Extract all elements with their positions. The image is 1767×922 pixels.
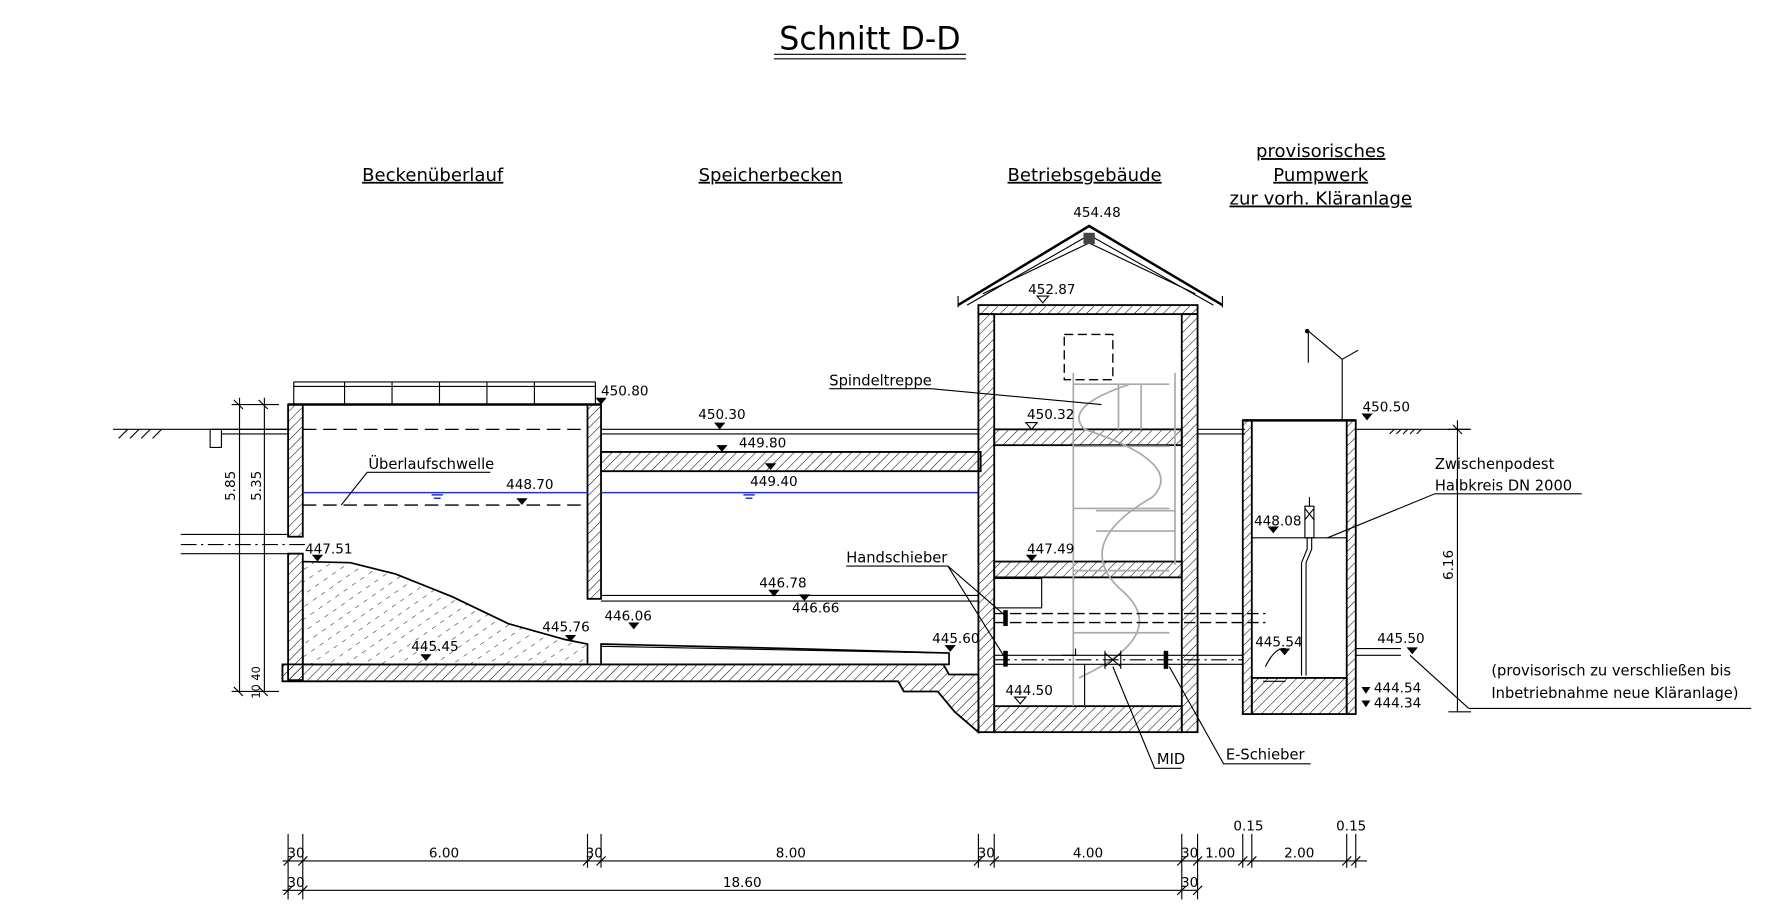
svg-text:447.51: 447.51: [305, 542, 352, 558]
elevation-444-34: 444.34: [1361, 695, 1421, 711]
svg-text:18.60: 18.60: [723, 875, 762, 891]
elevation-448-70: 448.70: [431, 477, 554, 506]
speicherbecken-structure: [281, 451, 982, 735]
horizontal-dimensions: 30 6.00 30 8.00 30 4.00 30 1.00 2.00 0.1…: [282, 818, 1368, 900]
heading-betriebsgebaeude: Betriebsgebäude: [1008, 165, 1162, 186]
spindeltreppe-stair: [1072, 372, 1176, 707]
elevation-452-87: 452.87: [1028, 282, 1076, 304]
svg-text:0.15: 0.15: [1233, 818, 1263, 834]
svg-text:4.00: 4.00: [1073, 846, 1103, 862]
elevation-445-45: 445.45: [411, 639, 459, 661]
label-mid: MID: [1157, 751, 1185, 768]
svg-text:2.00: 2.00: [1284, 846, 1314, 862]
annotations: Überlaufschwelle Spindeltreppe Handschie…: [340, 372, 1739, 769]
svg-text:454.48: 454.48: [1073, 205, 1120, 221]
elevation-448-08: 448.08: [1254, 513, 1301, 534]
svg-text:444.50: 444.50: [1006, 683, 1053, 699]
elevation-446-78: 446.78: [759, 576, 807, 597]
svg-text:449.80: 449.80: [739, 435, 786, 451]
svg-text:8.00: 8.00: [776, 846, 806, 862]
elevation-450-50: 450.50: [1361, 399, 1410, 421]
railing: [293, 381, 596, 405]
svg-text:30: 30: [1181, 875, 1198, 891]
svg-text:445.45: 445.45: [411, 639, 458, 655]
label-zwischenpodest: Zwischenpodest: [1435, 456, 1555, 473]
svg-text:30: 30: [1181, 846, 1198, 862]
label-e-schieber: E-Schieber: [1226, 746, 1306, 763]
roof: [957, 224, 1224, 307]
elevation-444-50: 444.50: [1006, 683, 1053, 705]
elevation-449-40: 449.40: [743, 474, 798, 500]
elevation-449-80: 449.80: [716, 435, 786, 471]
svg-text:445.76: 445.76: [542, 620, 589, 636]
svg-text:5.85: 5.85: [223, 471, 239, 501]
svg-text:5.35: 5.35: [249, 471, 265, 501]
roof-ridge-vent: [1083, 232, 1095, 245]
label-halbkreis: Halbkreis DN 2000: [1435, 477, 1572, 494]
heading-beckenueberlauf: Beckenüberlauf: [362, 165, 504, 186]
svg-text:0.15: 0.15: [1336, 818, 1366, 834]
drawing-title: Schnitt D-D: [779, 22, 960, 58]
elevation-444-54: 444.54: [1361, 681, 1421, 697]
heading-pumpwerk-1: provisorisches: [1256, 141, 1385, 162]
svg-text:446.78: 446.78: [759, 576, 806, 592]
beckenueberlauf-structure: [180, 381, 602, 682]
svg-text:30: 30: [586, 846, 603, 862]
elevation-447-49: 447.49: [1025, 542, 1074, 562]
elevation-447-51: 447.51: [305, 542, 352, 562]
heading-speicherbecken: Speicherbecken: [699, 165, 843, 186]
elevation-445-60: 445.60: [932, 631, 979, 652]
elevation-markers: 454.48 452.87 450.80 450.30 449.80 449.4…: [305, 205, 1425, 711]
elevation-450-32: 450.32: [1024, 407, 1074, 431]
svg-text:30: 30: [287, 846, 304, 862]
elevation-445-76: 445.76: [542, 620, 590, 642]
svg-text:446.66: 446.66: [792, 600, 839, 616]
svg-text:446.06: 446.06: [604, 608, 651, 624]
heading-pumpwerk-3: zur vorh. Kläranlage: [1230, 189, 1412, 210]
elevation-446-06: 446.06: [604, 608, 652, 630]
svg-text:30: 30: [287, 875, 304, 891]
svg-text:450.80: 450.80: [601, 383, 648, 399]
svg-text:448.08: 448.08: [1254, 513, 1301, 529]
svg-text:6.00: 6.00: [429, 846, 459, 862]
svg-text:10: 10: [250, 684, 263, 698]
elevation-450-30: 450.30: [698, 407, 746, 430]
svg-text:445.60: 445.60: [932, 631, 979, 647]
svg-text:444.34: 444.34: [1374, 695, 1421, 711]
elevation-446-66: 446.66: [792, 594, 839, 616]
betriebsgebaeude-structure: [957, 224, 1266, 734]
label-handschieber: Handschieber: [846, 550, 948, 567]
pumpwerk-structure: [1241, 328, 1752, 715]
vertical-dimensions: 5.85 5.35 10 40 6.16: [223, 397, 1471, 713]
svg-text:40: 40: [250, 666, 263, 680]
svg-text:6.16: 6.16: [1441, 550, 1457, 580]
elevation-445-50: 445.50: [1377, 631, 1425, 655]
elevation-445-54: 445.54: [1255, 634, 1303, 656]
svg-text:450.32: 450.32: [1027, 407, 1074, 423]
label-ueberlaufschwelle: Überlaufschwelle: [368, 455, 494, 473]
svg-text:444.54: 444.54: [1374, 681, 1421, 697]
svg-text:30: 30: [978, 846, 995, 862]
svg-text:450.50: 450.50: [1363, 399, 1410, 415]
svg-text:445.54: 445.54: [1255, 634, 1302, 650]
svg-text:449.40: 449.40: [750, 474, 797, 490]
note-line-2: Inbetriebnahme neue Kläranlage): [1491, 685, 1738, 702]
label-spindeltreppe: Spindeltreppe: [829, 372, 932, 389]
svg-text:452.87: 452.87: [1028, 282, 1075, 298]
svg-text:448.70: 448.70: [506, 477, 553, 493]
elevation-450-80: 450.80: [595, 383, 648, 405]
svg-text:445.50: 445.50: [1377, 631, 1424, 647]
note-line-1: (provisorisch zu verschließen bis: [1491, 663, 1731, 680]
svg-text:447.49: 447.49: [1027, 542, 1074, 558]
svg-text:1.00: 1.00: [1205, 846, 1235, 862]
ground-line: [112, 428, 1469, 449]
heading-pumpwerk-2: Pumpwerk: [1273, 165, 1368, 186]
svg-text:450.30: 450.30: [698, 407, 745, 423]
elevation-454-48: 454.48: [1073, 205, 1120, 221]
